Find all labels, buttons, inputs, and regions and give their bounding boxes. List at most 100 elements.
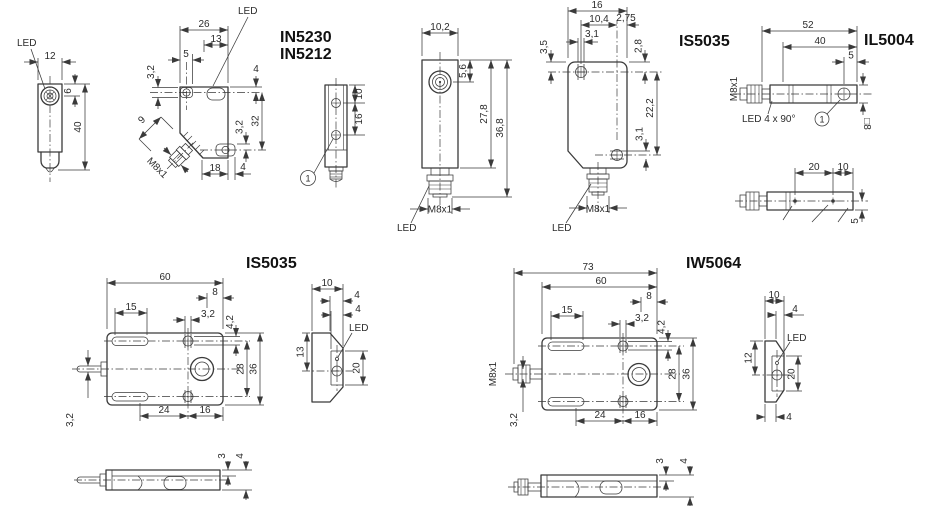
iw-profile-view: 10 4 LED 12 20 4 [744,290,807,423]
dim: 3,2 [635,313,649,324]
dim: 9 [136,114,148,126]
dim: 26 [198,19,210,30]
slot [163,476,187,490]
dim-height: 40 [73,121,84,133]
dim: 3 [655,458,666,464]
dim: 4 [354,290,360,301]
sensor-body [567,61,628,169]
dim: 5 [848,51,854,62]
is-plan-view: 60 8 15 3,2 4,2 28 36 24 16 3,2 [65,272,264,427]
dim: 10,2 [430,22,450,33]
is-front-view: 16 10,4 2,75 3,1 3,5 2,8 22,2 3,1 M8x1 L… [539,0,662,234]
dim: 36,8 [495,118,506,138]
led-leader [337,332,353,358]
product-title: IN5212 [280,46,332,63]
dim: 5,6 [458,64,469,78]
dimensions [302,284,368,386]
dim: 60 [159,272,171,283]
led-label: LED 4 x 90° [742,114,795,125]
dimensions [750,296,804,422]
note-leader [313,138,334,174]
cutout [206,87,226,101]
sensor-body [769,84,858,104]
thread-label: M8x1 [428,205,453,216]
sensor-body [311,332,344,403]
il-side-view: 52 40 5 M8x1 LED 4 x 90° 1 □8 [729,20,872,130]
led-leader [30,48,46,90]
is-profile-view: 10 4 4 13 LED 20 [296,278,368,403]
dim: 20 [352,362,363,374]
dim: 16 [354,113,365,125]
in-side-view: LED 26 13 5 3,2 4 32 3,2 18 4 9 M8x1 [136,6,268,181]
dim: 4 [786,412,792,423]
dim: 3,2 [201,309,215,320]
in-front2-view: 10,2 5,6 27,8 36,8 M8x1 LED [397,22,512,234]
dim: 4 [240,162,246,173]
dim: 24 [594,410,606,421]
dimensions [546,7,660,224]
dim: 3,2 [235,120,246,134]
note-leader [826,99,841,115]
dim: 13 [296,346,307,358]
dim: 28 [236,363,247,375]
sensor-body [540,474,658,498]
product-title: IN5230 [280,29,332,46]
led-label: LED [17,38,36,49]
product-title: IW5064 [686,255,741,272]
dim: 4 [253,64,259,75]
callout-leader [837,207,849,223]
dimensions [513,268,697,426]
is-bar-view: 3 4 [74,453,252,500]
dim: 4 [355,304,361,315]
dim: 8 [212,287,218,298]
dim: 10 [837,162,849,173]
thread-label: M8x1 [586,204,611,215]
dim: 3,5 [539,40,550,54]
il-bottom-view: 20 10 5 [735,162,868,224]
in-rear-view: 1 10 16 [300,78,365,190]
dimensions [794,168,868,222]
dim: 13 [210,34,222,45]
dim-square: □8 [861,118,872,130]
note-number: 1 [819,115,824,125]
dim: 60 [595,276,607,287]
m8-connector [166,142,194,170]
led-label: LED [397,223,416,234]
sensing-face [627,362,651,387]
dimensions [761,26,869,115]
dim: 3,1 [585,29,599,40]
dim: 27,8 [479,104,490,124]
led-leader [777,341,791,362]
led-leader [565,183,592,224]
in-front-view: LED 12 6 40 [17,38,90,182]
dim: 4 [235,453,246,459]
note-circle-icon [300,170,316,186]
dim-width: 12 [44,51,56,62]
thread-label: M8x1 [144,156,169,181]
dim: 18 [209,163,221,174]
dim: 4 [792,304,798,315]
sensor-body [179,86,229,159]
led-leader [212,16,249,87]
note-circle-icon [814,111,830,127]
dim: 10 [321,278,333,289]
dim: 52 [802,20,814,31]
led-label: LED [552,223,571,234]
product-title: IS5035 [246,255,297,272]
dimensions [659,466,694,506]
led-leader [767,100,773,115]
dim: 73 [582,262,594,273]
callout-leader [811,204,829,223]
dim: 5 [183,49,189,60]
dim: 3,2 [146,65,157,79]
dim: 32 [251,115,262,127]
led-label: LED [238,6,257,17]
dim: 10 [768,290,780,301]
dim: 16 [634,410,646,421]
sensor-body [764,340,785,403]
dim: 4,2 [657,320,668,334]
thread-label: M8x1 [488,361,499,386]
dimensions [85,278,264,421]
